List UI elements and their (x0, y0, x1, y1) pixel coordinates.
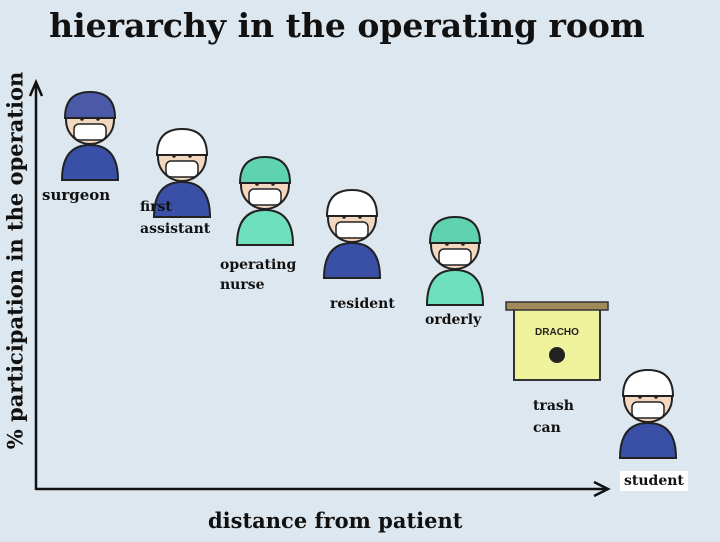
label-resident: resident (330, 296, 395, 312)
figure-orderly (425, 215, 485, 306)
y-axis (28, 78, 44, 490)
figure-surgeon (60, 90, 120, 181)
figure-first-assistant (152, 127, 212, 218)
label-student: student (620, 471, 688, 491)
cap (63, 90, 117, 119)
mask (165, 160, 199, 178)
cap (325, 188, 379, 217)
biohazard-bin: DRACHO (505, 301, 609, 381)
mask (73, 123, 107, 141)
x-axis-label: distance from patient (208, 508, 463, 533)
label-orderly: orderly (425, 312, 482, 328)
bin-label: DRACHO (535, 327, 579, 338)
mask (438, 248, 472, 266)
mask (248, 188, 282, 206)
cap (238, 155, 292, 184)
label-surgeon: surgeon (42, 186, 111, 204)
cap (155, 127, 209, 156)
figure-student (618, 368, 678, 459)
chart-title: hierarchy in the operating room (49, 6, 645, 45)
figure-resident (322, 188, 382, 279)
cap (621, 368, 675, 397)
mask (631, 401, 665, 419)
mask (335, 221, 369, 239)
figure-operating-nurse (235, 155, 295, 246)
biohazard-icon (549, 347, 565, 363)
x-axis (36, 480, 611, 498)
cap (428, 215, 482, 244)
